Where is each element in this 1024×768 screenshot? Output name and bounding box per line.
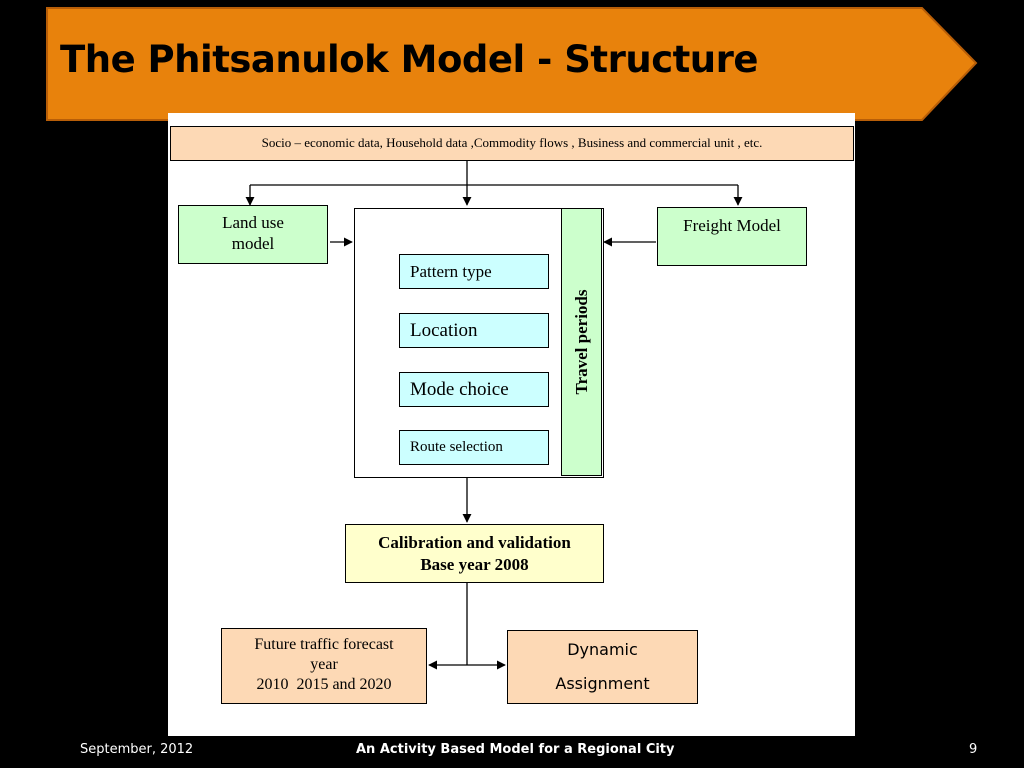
calibration-line-2: Base year 2008 — [420, 554, 529, 574]
dynamic-assignment-line-1: Dynamic — [567, 640, 638, 660]
land-use-line-1: Land use — [222, 213, 284, 232]
step-pattern-type-label: Pattern type — [410, 261, 492, 281]
title-banner — [46, 7, 978, 121]
forecast-line-1: Future traffic forecast — [254, 636, 394, 653]
travel-periods-bar: Travel periods — [561, 208, 602, 476]
step-mode-choice: Mode choice — [399, 372, 549, 407]
land-use-line-2: model — [231, 234, 275, 254]
step-mode-choice-label: Mode choice — [410, 378, 509, 400]
step-pattern-type: Pattern type — [399, 254, 549, 289]
land-use-model-box: Land use model — [178, 205, 328, 264]
diagram-canvas: Socio – economic data, Household data ,C… — [168, 113, 855, 736]
dynamic-assignment-line-2: Assignment — [555, 674, 650, 693]
footer-page-number: 9 — [969, 742, 978, 757]
data-sources-box: Socio – economic data, Household data ,C… — [170, 126, 854, 161]
data-sources-text: Socio – economic data, Household data ,C… — [261, 135, 763, 151]
step-route-selection: Route selection — [399, 430, 549, 465]
step-route-selection-label: Route selection — [410, 439, 503, 456]
footer-presentation-title: An Activity Based Model for a Regional C… — [356, 742, 675, 757]
forecast-line-2: year — [310, 656, 338, 673]
forecast-line-3: 2010 2015 and 2020 — [256, 676, 392, 693]
travel-periods-label: Travel periods — [571, 289, 591, 395]
freight-model-text: Freight Model — [683, 216, 781, 235]
calibration-box: Calibration and validation Base year 200… — [345, 524, 604, 583]
step-location: Location — [399, 313, 549, 348]
dynamic-assignment-box: Dynamic Assignment — [507, 630, 698, 704]
freight-model-box: Freight Model — [657, 207, 807, 266]
slide-title: The Phitsanulok Model - Structure — [60, 38, 759, 81]
footer-date: September, 2012 — [80, 742, 194, 757]
forecast-box: Future traffic forecast year 2010 2015 a… — [221, 628, 427, 704]
calibration-line-1: Calibration and validation — [378, 533, 571, 553]
step-location-label: Location — [410, 319, 478, 341]
